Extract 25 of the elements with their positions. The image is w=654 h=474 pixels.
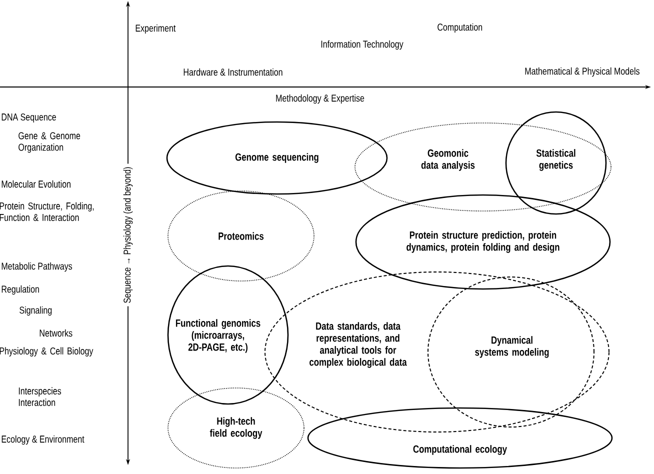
axis-label: Methodology & Expertise bbox=[276, 94, 364, 104]
ellipse-region: Proteomics bbox=[168, 190, 314, 282]
ellipse-region: Functional genomics (microarrays, 2D-PAGE, etc.) bbox=[167, 265, 289, 405]
category-label: Signaling bbox=[20, 306, 52, 316]
category-label: Gene & Genome Organization bbox=[18, 132, 80, 153]
ellipse-region: Statistical genetics bbox=[505, 111, 607, 215]
ellipse-region: Computational ecology bbox=[307, 407, 613, 469]
axis-label: Mathematical & Physical Models bbox=[525, 67, 640, 77]
category-label: Protein Structure, Folding, Function & Interaction bbox=[0, 202, 94, 222]
axis-label: Hardware & Instrumentation bbox=[184, 68, 282, 76]
category-label: Metabolic Pathways bbox=[2, 262, 72, 272]
category-label: Physiology & Cell Biology bbox=[0, 347, 94, 356]
ellipse-region: High-tech field ecology bbox=[168, 388, 304, 468]
axis-label: Experiment bbox=[136, 24, 176, 34]
category-label: Networks bbox=[40, 329, 72, 337]
ellipse-region: Genome sequencing bbox=[166, 121, 388, 195]
axis-label: Computation bbox=[438, 23, 482, 33]
category-label: Regulation bbox=[2, 285, 39, 295]
axis-label: Sequence → Physiology (and beyond) bbox=[120, 164, 136, 306]
category-label: Ecology & Environment bbox=[2, 435, 84, 445]
category-label: Interspecies Interaction bbox=[18, 387, 62, 406]
category-label: DNA Sequence bbox=[2, 113, 56, 123]
axis-label: Information Technology bbox=[321, 40, 404, 50]
ellipse-region: Protein structure prediction, protein dynamics, protein folding and design bbox=[355, 194, 611, 290]
category-label: Molecular Evolution bbox=[2, 180, 70, 188]
